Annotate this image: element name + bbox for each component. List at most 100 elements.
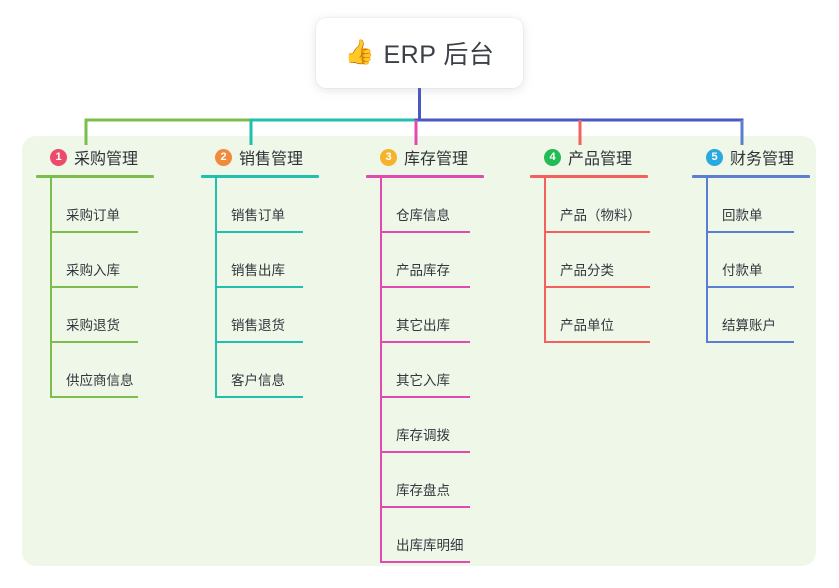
leaf-underline — [544, 231, 650, 233]
branch-column: 3 库存管理仓库信息产品库存其它出库其它入库库存调拨库存盘点出库库明细 — [366, 145, 526, 563]
branch-number-badge: 2 — [215, 148, 232, 166]
branch-header-3[interactable]: 3 库存管理 — [366, 145, 526, 169]
leaf-node[interactable]: 供应商信息 — [36, 343, 196, 398]
leaf-underline — [50, 231, 138, 233]
thumbs-up-icon: 👍 — [344, 39, 375, 66]
branch-spine — [380, 178, 382, 563]
leaf-underline — [544, 286, 650, 288]
leaf-label: 付款单 — [722, 263, 763, 278]
leaf-node[interactable]: 采购入库 — [36, 233, 196, 288]
leaf-node[interactable]: 出库库明细 — [366, 508, 526, 563]
branch-number-badge: 4 — [544, 148, 561, 166]
leaf-label: 出库库明细 — [396, 538, 464, 553]
leaf-label: 产品单位 — [560, 318, 614, 333]
branch-column: 4 产品管理产品（物料） 产品分类产品单位 — [530, 145, 695, 343]
leaf-underline — [215, 341, 303, 343]
leaf-node[interactable]: 产品单位 — [530, 288, 695, 343]
leaf-node[interactable]: 销售退货 — [201, 288, 361, 343]
leaf-label: 销售出库 — [231, 263, 285, 278]
branch-header-5[interactable]: 5 财务管理 — [692, 145, 832, 169]
leaf-label: 客户信息 — [231, 373, 285, 388]
leaf-node[interactable]: 仓库信息 — [366, 178, 526, 233]
leaf-underline — [50, 286, 138, 288]
leaf-underline — [380, 506, 470, 508]
root-title: ERP 后台 — [383, 41, 495, 69]
leaf-node[interactable]: 销售出库 — [201, 233, 361, 288]
leaf-node[interactable]: 产品（物料） — [530, 178, 695, 233]
leaf-node[interactable]: 产品库存 — [366, 233, 526, 288]
branch-leaf-list: 销售订单销售出库销售退货客户信息 — [201, 178, 361, 398]
leaf-node[interactable]: 结算账户 — [692, 288, 832, 343]
leaf-label: 采购入库 — [66, 263, 120, 278]
leaf-node[interactable]: 产品分类 — [530, 233, 695, 288]
leaf-label: 仓库信息 — [396, 208, 450, 223]
leaf-label: 采购订单 — [66, 208, 120, 223]
leaf-node[interactable]: 库存盘点 — [366, 453, 526, 508]
leaf-node[interactable]: 销售订单 — [201, 178, 361, 233]
leaf-underline — [706, 286, 794, 288]
leaf-underline — [380, 231, 470, 233]
branch-leaf-list: 采购订单采购入库采购退货供应商信息 — [36, 178, 196, 398]
branch-leaf-list: 产品（物料） 产品分类产品单位 — [530, 178, 695, 343]
leaf-underline — [380, 561, 470, 563]
leaf-node[interactable]: 回款单 — [692, 178, 832, 233]
leaf-underline — [50, 396, 138, 398]
leaf-underline — [215, 286, 303, 288]
leaf-node[interactable]: 付款单 — [692, 233, 832, 288]
leaf-underline — [544, 341, 650, 343]
branch-underline — [692, 175, 810, 178]
leaf-label: 产品分类 — [560, 263, 614, 278]
branch-column: 1 采购管理采购订单采购入库采购退货供应商信息 — [36, 145, 196, 398]
branch-underline — [36, 175, 154, 178]
branch-title: 库存管理 — [404, 151, 469, 168]
branch-underline — [366, 175, 484, 178]
leaf-label: 结算账户 — [722, 318, 776, 333]
leaf-underline — [706, 341, 794, 343]
branch-underline — [201, 175, 319, 178]
leaf-node[interactable]: 其它入库 — [366, 343, 526, 398]
branch-spine — [215, 178, 217, 398]
branch-title: 财务管理 — [730, 151, 795, 168]
leaf-label: 供应商信息 — [66, 373, 134, 388]
leaf-node[interactable]: 采购退货 — [36, 288, 196, 343]
leaf-node[interactable]: 客户信息 — [201, 343, 361, 398]
branch-spine — [544, 178, 546, 343]
branch-leaf-list: 仓库信息产品库存其它出库其它入库库存调拨库存盘点出库库明细 — [366, 178, 526, 563]
branch-spine — [706, 178, 708, 343]
branch-number-badge: 3 — [380, 148, 397, 166]
branch-header-2[interactable]: 2 销售管理 — [201, 145, 361, 169]
branch-title: 采购管理 — [74, 151, 139, 168]
branch-number-badge: 1 — [50, 148, 67, 166]
leaf-label: 库存调拨 — [396, 428, 450, 443]
branch-number-badge: 5 — [706, 148, 723, 166]
leaf-node[interactable]: 其它出库 — [366, 288, 526, 343]
leaf-label: 销售订单 — [231, 208, 285, 223]
leaf-underline — [215, 396, 303, 398]
leaf-label: 其它出库 — [396, 318, 450, 333]
leaf-node[interactable]: 采购订单 — [36, 178, 196, 233]
leaf-underline — [50, 341, 138, 343]
leaf-label: 回款单 — [722, 208, 763, 223]
branch-spine — [50, 178, 52, 398]
leaf-underline — [706, 231, 794, 233]
root-node[interactable]: 👍 ERP 后台 — [316, 18, 523, 88]
leaf-underline — [380, 396, 470, 398]
leaf-underline — [215, 231, 303, 233]
leaf-node[interactable]: 库存调拨 — [366, 398, 526, 453]
leaf-label: 库存盘点 — [396, 483, 450, 498]
branch-underline — [530, 175, 648, 178]
branch-leaf-list: 回款单付款单结算账户 — [692, 178, 832, 343]
branch-title: 产品管理 — [568, 151, 633, 168]
branch-header-4[interactable]: 4 产品管理 — [530, 145, 695, 169]
leaf-underline — [380, 341, 470, 343]
leaf-label: 产品库存 — [396, 263, 450, 278]
leaf-underline — [380, 451, 470, 453]
diagram-panel-background — [22, 136, 816, 566]
branch-column: 5 财务管理回款单付款单结算账户 — [692, 145, 832, 343]
leaf-label: 销售退货 — [231, 318, 285, 333]
branch-title: 销售管理 — [239, 151, 304, 168]
leaf-label: 产品（物料） — [560, 208, 641, 223]
leaf-label: 采购退货 — [66, 318, 120, 333]
branch-header-1[interactable]: 1 采购管理 — [36, 145, 196, 169]
